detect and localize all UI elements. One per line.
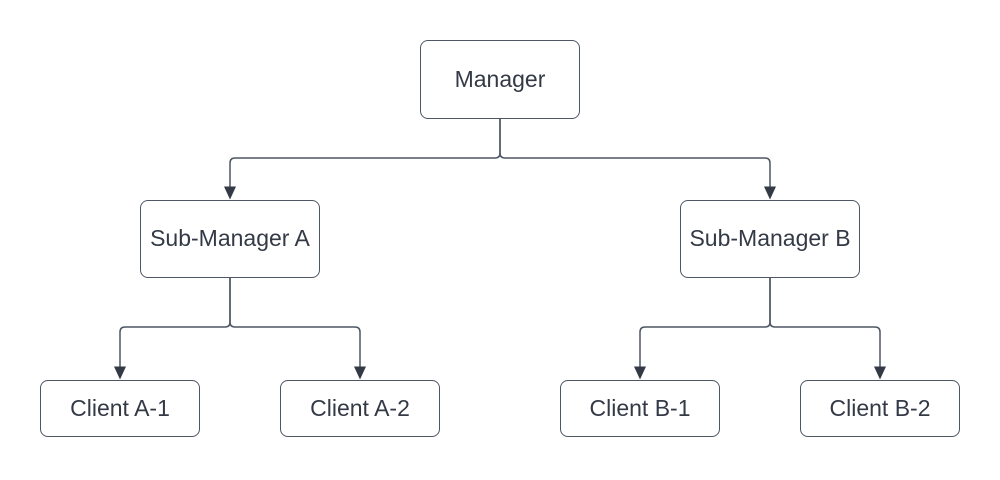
connector-manager-to-sub-b [499, 119, 771, 187]
node-sub-manager-b-label: Sub-Manager B [689, 225, 851, 252]
node-manager[interactable]: Manager [420, 40, 580, 119]
connector-sub-b-to-client-b1 [639, 278, 771, 367]
node-client-b1-label: Client B-1 [589, 394, 691, 421]
arrowhead-client-b2 [874, 366, 886, 380]
connector-sub-b-to-client-b2 [769, 278, 881, 367]
node-sub-manager-a-label: Sub-Manager A [150, 225, 310, 252]
node-client-a1[interactable]: Client A-1 [40, 380, 200, 437]
node-sub-manager-b[interactable]: Sub-Manager B [680, 200, 860, 278]
node-client-b1[interactable]: Client B-1 [560, 380, 720, 437]
node-client-a2[interactable]: Client A-2 [280, 380, 440, 437]
arrowhead-client-b1 [634, 366, 646, 380]
arrowhead-sub-a [224, 186, 236, 200]
node-manager-label: Manager [454, 65, 546, 92]
arrowhead-client-a1 [114, 366, 126, 380]
node-client-b2[interactable]: Client B-2 [800, 380, 960, 437]
node-client-b2-label: Client B-2 [829, 394, 931, 421]
connector-manager-to-sub-a [229, 119, 501, 187]
connector-sub-a-to-client-a1 [119, 278, 231, 367]
node-client-a1-label: Client A-1 [70, 394, 170, 421]
node-sub-manager-a[interactable]: Sub-Manager A [140, 200, 320, 278]
arrowhead-sub-b [764, 186, 776, 200]
node-client-a2-label: Client A-2 [310, 394, 410, 421]
arrowhead-client-a2 [354, 366, 366, 380]
connector-sub-a-to-client-a2 [229, 278, 361, 367]
